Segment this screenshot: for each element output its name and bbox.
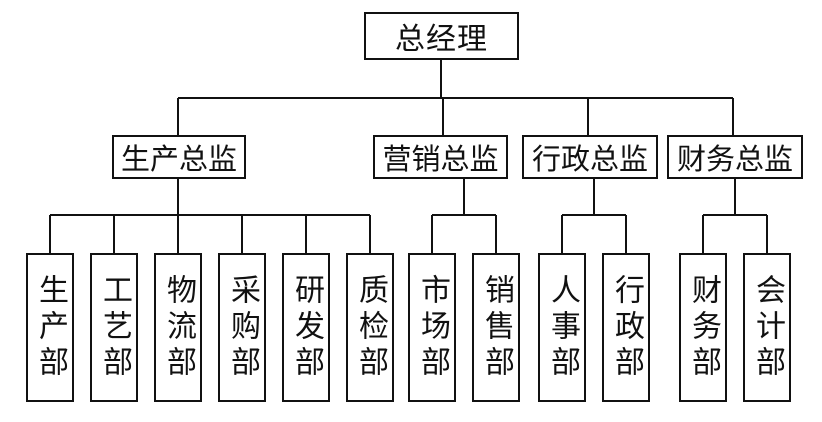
department-node: 物流部 xyxy=(154,253,202,402)
department-node: 采购部 xyxy=(218,253,266,402)
root-node: 总经理 xyxy=(364,12,519,60)
department-node: 销售部 xyxy=(472,253,520,402)
director-node: 生产总监 xyxy=(112,135,246,179)
department-node: 会计部 xyxy=(743,253,791,402)
department-node: 人事部 xyxy=(538,253,586,402)
department-node: 工艺部 xyxy=(90,253,138,402)
director-node: 财务总监 xyxy=(667,135,803,179)
department-node: 质检部 xyxy=(346,253,394,402)
department-node: 财务部 xyxy=(679,253,727,402)
department-node: 行政部 xyxy=(602,253,650,402)
department-node: 研发部 xyxy=(282,253,330,402)
department-node: 市场部 xyxy=(408,253,456,402)
director-node: 营销总监 xyxy=(373,135,508,179)
department-node: 生产部 xyxy=(26,253,74,402)
director-node: 行政总监 xyxy=(522,135,658,179)
